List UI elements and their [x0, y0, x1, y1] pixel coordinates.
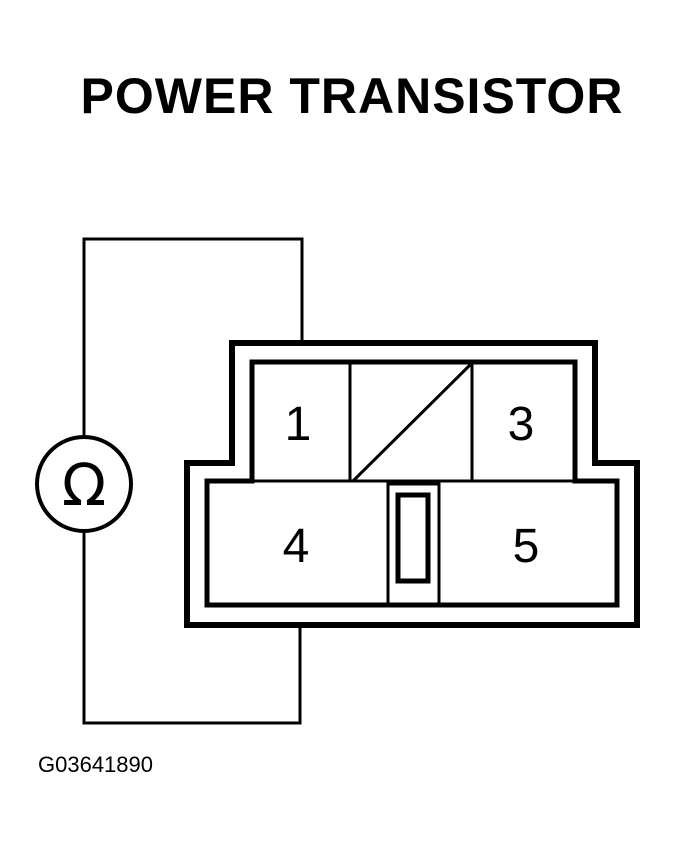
figure-id: G03641890 [38, 752, 153, 777]
diagram-title: POWER TRANSISTOR [81, 68, 624, 124]
pin-5-label: 5 [513, 520, 540, 573]
empty-cavity-slash [351, 362, 473, 483]
pin-4-label: 4 [283, 520, 310, 573]
housing-outer-outline [184, 340, 640, 628]
pin-3-label: 3 [508, 398, 535, 451]
connector-lock-slot [395, 492, 431, 584]
connector-lock-tab [386, 482, 441, 607]
meter-lead-lower [82, 533, 302, 725]
meter-lead-upper [82, 237, 304, 435]
housing-inner-outline [204, 359, 620, 608]
ohmmeter-circle [35, 435, 133, 533]
pin-1-label: 1 [285, 398, 312, 451]
ohmmeter: Ω [35, 435, 133, 533]
connector-housing [184, 340, 640, 628]
ohm-icon: Ω [62, 451, 106, 519]
